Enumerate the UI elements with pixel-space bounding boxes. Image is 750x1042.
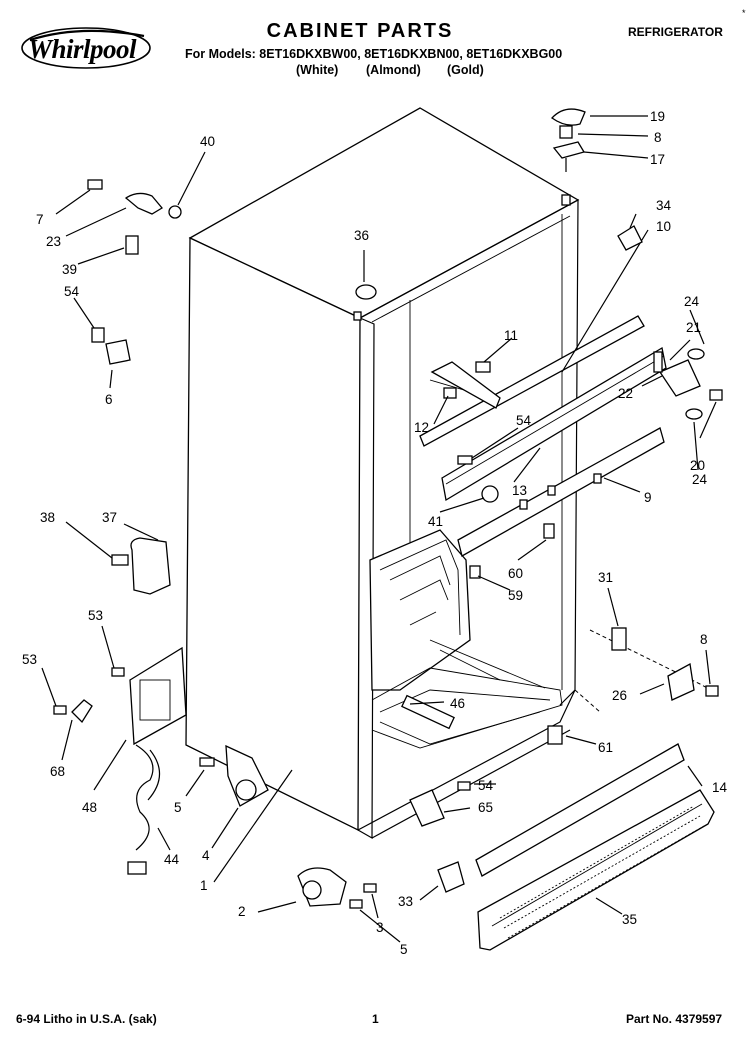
callout-14: 14 (712, 780, 728, 795)
callout-8-top: 8 (654, 130, 662, 145)
left-hinge-assembly (55, 151, 206, 265)
callout-54-center: 54 (516, 413, 532, 428)
callout-11: 11 (504, 328, 518, 343)
bracket-area (547, 587, 719, 745)
callout-39: 39 (62, 262, 77, 277)
callout-37: 37 (102, 510, 117, 525)
center-rails (419, 229, 667, 591)
callout-6: 6 (105, 392, 113, 407)
page-title: CABINET PARTS (266, 20, 454, 42)
callout-53-lower: 53 (22, 652, 37, 667)
toe-grille-area (409, 743, 715, 951)
inner-parts (355, 250, 455, 730)
callout-33: 33 (398, 894, 413, 909)
callout-24-bottom: 24 (692, 472, 708, 487)
callout-40: 40 (200, 134, 215, 149)
callout-35: 35 (622, 912, 637, 927)
callout-7: 7 (36, 212, 44, 227)
logo-swoosh-icon (21, 27, 151, 69)
right-hinge-area (617, 213, 723, 471)
callout-17: 17 (650, 152, 665, 167)
callout-8-right: 8 (700, 632, 708, 647)
callout-22: 22 (618, 386, 633, 401)
callout-53-upper: 53 (88, 608, 103, 623)
callout-36: 36 (354, 228, 369, 243)
footer-part-number: Part No. 4379597 (626, 1012, 723, 1026)
callout-34: 34 (656, 198, 672, 213)
callout-12: 12 (414, 420, 429, 435)
callout-24-top: 24 (684, 294, 700, 309)
color-almond: (Almond) (366, 63, 421, 77)
color-gold: (Gold) (447, 63, 484, 77)
callout-2: 2 (238, 904, 246, 919)
side-panel-parts (41, 625, 187, 875)
callout-5-lower: 5 (400, 942, 408, 957)
footer-litho: 6-94 Litho in U.S.A. (sak) (16, 1012, 157, 1026)
callout-23: 23 (46, 234, 61, 249)
bottom-left-parts (185, 744, 401, 943)
callout-1: 1 (200, 878, 208, 893)
top-hinge-assembly (551, 108, 649, 172)
callout-5-upper: 5 (174, 800, 182, 815)
callout-54-lower: 54 (478, 778, 494, 793)
brand-name: Whirlpool (28, 34, 137, 64)
footer-page-number: 1 (372, 1012, 379, 1026)
product-type: REFRIGERATOR (628, 25, 723, 39)
callout-38: 38 (40, 510, 55, 525)
callout-46: 46 (450, 696, 465, 711)
callout-54-left: 54 (64, 284, 80, 299)
callout-41: 41 (428, 514, 443, 529)
callout-20: 20 (690, 458, 705, 473)
callout-31: 31 (598, 570, 613, 585)
callout-65: 65 (478, 800, 493, 815)
callout-21: 21 (686, 320, 701, 335)
whirlpool-logo: Whirlpool (20, 22, 158, 72)
callout-44: 44 (164, 852, 180, 867)
corner-mark: * (742, 8, 746, 18)
cabinet-shell (185, 107, 580, 840)
callout-59: 59 (508, 588, 523, 603)
callout-61: 61 (598, 740, 613, 755)
callout-26: 26 (612, 688, 627, 703)
callout-3: 3 (376, 920, 384, 935)
left-lower-parts (65, 521, 171, 595)
callout-10: 10 (656, 219, 671, 234)
models-line: For Models: 8ET16DKXBW00, 8ET16DKXBN00, … (185, 47, 563, 61)
color-white: (White) (296, 63, 339, 77)
callout-13: 13 (512, 483, 527, 498)
callout-9: 9 (644, 490, 652, 505)
callout-19: 19 (650, 109, 665, 124)
callout-48: 48 (82, 800, 97, 815)
callout-60: 60 (508, 566, 523, 581)
callout-4: 4 (202, 848, 210, 863)
callout-labels: 19 8 17 40 7 23 39 54 6 34 10 36 11 24 2… (22, 109, 728, 957)
left-door-stop (73, 297, 131, 389)
callout-68: 68 (50, 764, 65, 779)
